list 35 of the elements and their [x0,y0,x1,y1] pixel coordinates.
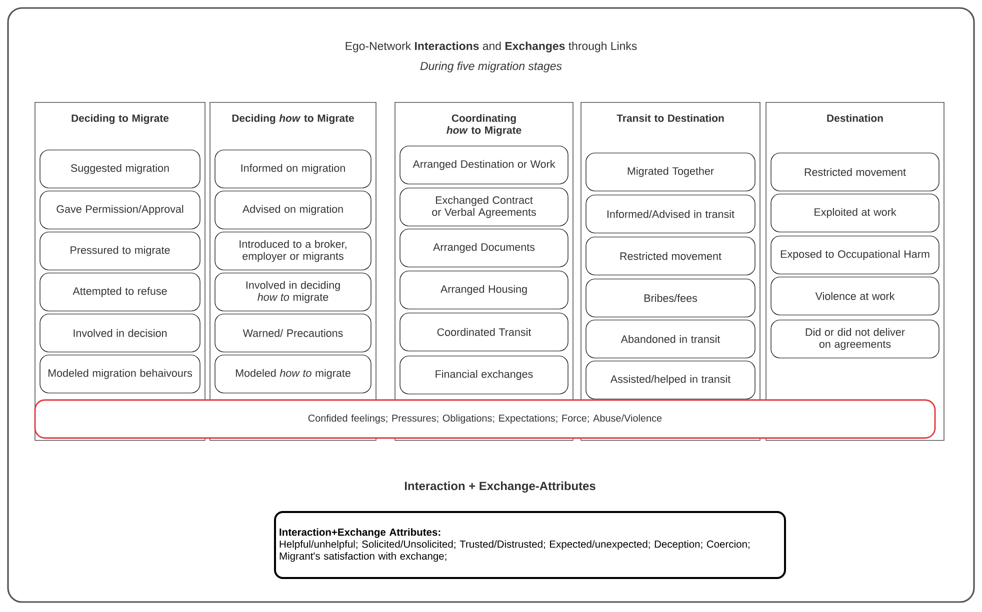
item-box: Informed on migration [214,150,372,188]
item-box: Arranged Documents [400,228,568,268]
item-box: Did or did not deliver on agreements [770,320,940,358]
item-box: Informed/Advised in transit [586,194,756,234]
title: Ego-Network Interactions and Exchanges through Links [346,42,637,52]
item-box: Modeled how to migrate [214,354,372,394]
item-box: Bribes/fees [586,278,756,318]
item-box: Migrated Together [586,152,756,192]
item-box: Attempted to refuse [40,272,200,312]
item-box: Exchanged Contract or Verbal Agreements [400,188,568,226]
item-box: Advised on migration [214,190,372,230]
item-box: Gave Permission/Approval [40,190,200,230]
item-box: Restricted movement [770,152,940,192]
item-box: Pressured to migrate [40,232,200,270]
subtitle: During five migration stages [420,62,562,72]
item-box: Coordinated Transit [400,312,568,352]
item-box: Abandoned in transit [586,320,756,358]
item-box: Exploited at work [770,194,940,232]
section-heading: Interaction + Exchange-Attributes [404,481,596,493]
item-box: Arranged Destination or Work [400,146,568,184]
item-box: Involved in deciding how to migrate [214,272,372,312]
item-box: Warned/ Precautions [214,314,372,352]
item-box: Violence at work [770,276,940,316]
item-box: Arranged Housing [400,270,568,310]
item-box: Financial exchanges [400,356,568,394]
highlight-band: Confided feelings; Pressures; Obligations; Expectations; Force; Abuse/Violence [34,399,936,439]
item-box: Modeled migration behaivours [40,354,200,394]
item-box: Suggested migration [40,150,200,188]
item-box: Introduced to a broker, employer or migrants [214,232,372,270]
outer-frame [7,7,975,603]
item-box: Assisted/helped in transit [586,360,756,400]
item-box: Restricted movement [586,236,756,276]
attributes-box: Interaction+Exchange Attributes: Helpful/unhelpful; Solicited/Unsolicited; Trusted/Distrusted; Expected/unexpected; Deception; Coercion; Migrant's satisfaction with exchange; [274,511,786,579]
item-box: Involved in decision [40,314,200,352]
item-box: Exposed to Occupational Harm [770,236,940,274]
